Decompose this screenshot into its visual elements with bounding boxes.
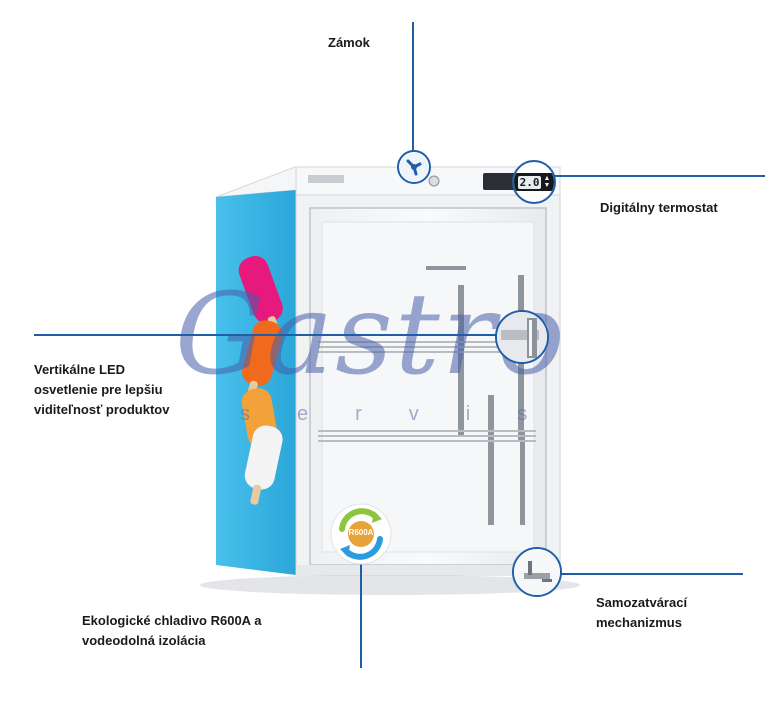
eco-refrigerant-icon <box>330 503 392 565</box>
led-callout-circle <box>495 310 549 364</box>
door-closer-icon <box>514 549 560 595</box>
door-closer-label: Samozatvárací mechanizmus <box>596 595 688 630</box>
lock-label: Zámok <box>328 35 370 50</box>
interior <box>321 221 535 553</box>
led-callout-line <box>34 334 504 336</box>
refrigerant-badge-label: R600A <box>348 528 374 537</box>
thermostat-display-value: 2.0 <box>517 175 542 189</box>
refrigerant-label: Ekologické chladivo R600A a vodeodolná i… <box>82 613 262 648</box>
thermostat-display: 2.0 ▲▼ <box>514 173 554 191</box>
lock-callout-circle <box>397 150 431 184</box>
thermostat-label: Digitálny termostat <box>600 200 718 215</box>
door-closer-callout-circle <box>512 547 562 597</box>
thermostat-callout-circle: 2.0 ▲▼ <box>512 160 556 204</box>
lock-callout-line <box>412 22 414 162</box>
door-closer-callout-line <box>560 573 743 575</box>
display-housing <box>483 173 519 190</box>
popsicle-graphics <box>238 255 283 505</box>
floor-shadow <box>200 575 580 595</box>
bottom-grille <box>296 565 560 575</box>
refrigerant-callout-circle: R600A <box>330 503 392 565</box>
key-icon <box>400 153 428 181</box>
led-label: Vertikálne LED osvetlenie pre lepšiu vid… <box>34 362 170 417</box>
brand-plate <box>308 175 344 183</box>
led-rail-icon <box>497 312 547 362</box>
refrigerant-callout-line <box>360 555 362 668</box>
arrow-updown-icon: ▲▼ <box>543 175 551 189</box>
keyhole <box>428 175 440 187</box>
thermostat-callout-line <box>553 175 765 177</box>
